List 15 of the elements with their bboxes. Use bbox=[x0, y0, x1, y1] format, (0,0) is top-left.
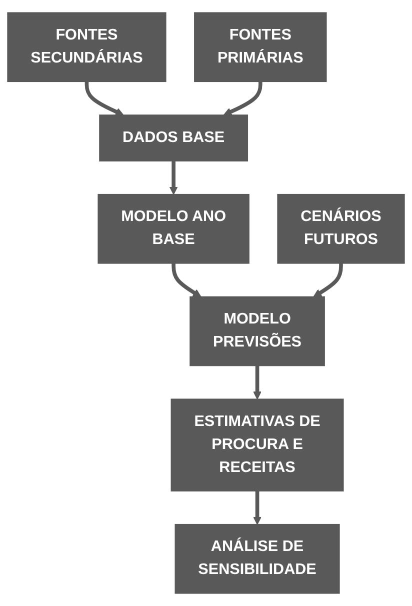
arrow bbox=[172, 263, 202, 298]
arrow bbox=[169, 160, 178, 195]
arrow bbox=[84, 82, 124, 116]
node-box: DADOS BASE bbox=[99, 114, 248, 162]
node-box: FONTES PRIMÁRIAS bbox=[194, 12, 327, 82]
node-box: ESTIMATIVAS DE PROCURA E RECEITAS bbox=[170, 398, 344, 492]
node-box: MODELO ANO BASE bbox=[98, 194, 250, 264]
arrow bbox=[253, 490, 262, 525]
arrow bbox=[253, 366, 262, 400]
node-box: MODELO PREVISÕES bbox=[190, 296, 325, 366]
node-box: ANÁLISE DE SENSIBILIDADE bbox=[174, 524, 340, 594]
arrow bbox=[313, 263, 343, 298]
arrow bbox=[223, 82, 262, 116]
node-box: FONTES SECUNDÁRIAS bbox=[7, 12, 166, 82]
node-box: CENÁRIOS FUTUROS bbox=[277, 194, 405, 264]
